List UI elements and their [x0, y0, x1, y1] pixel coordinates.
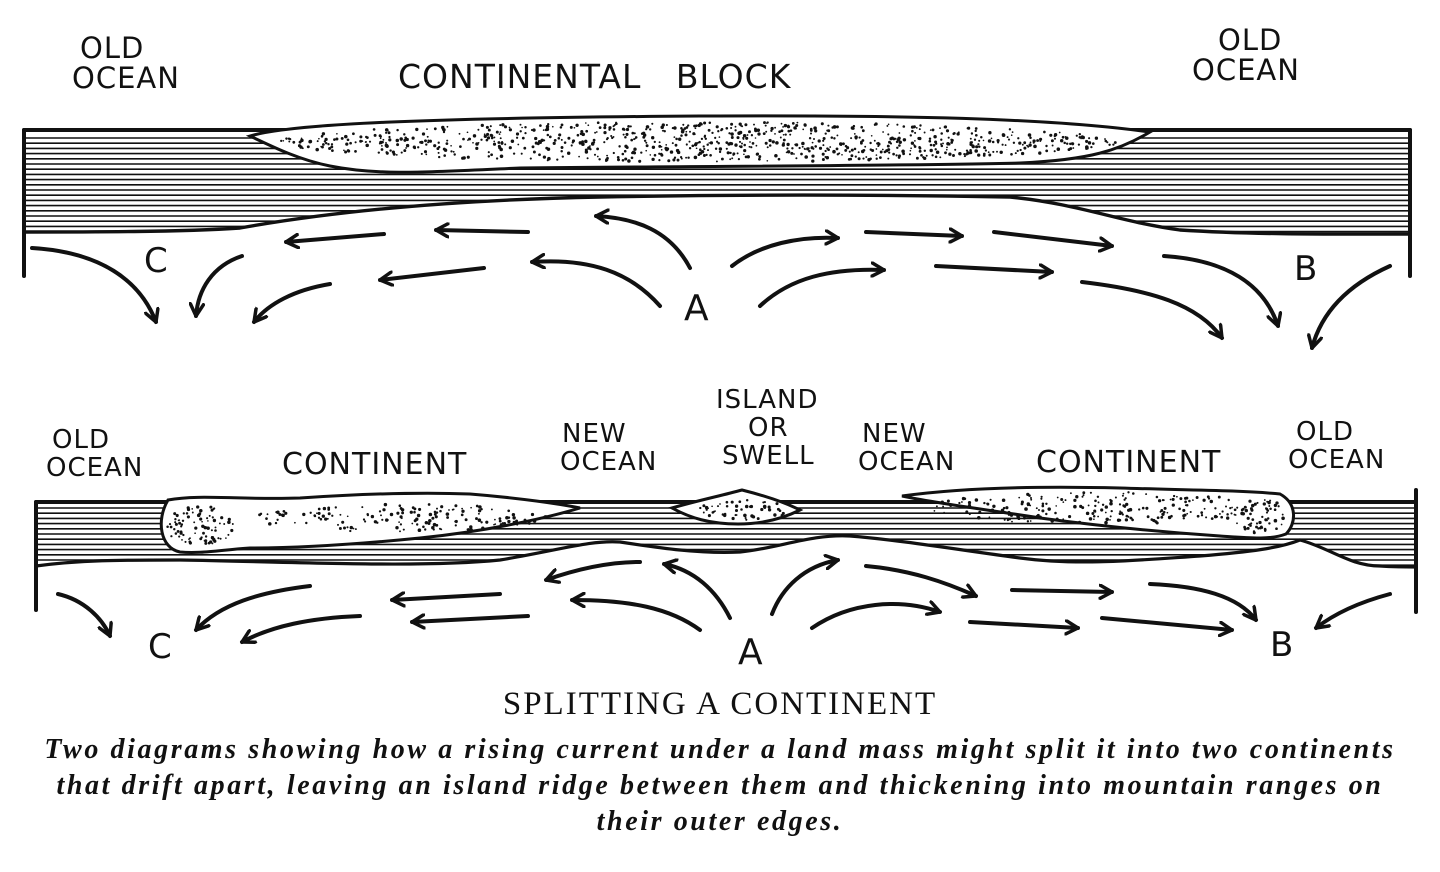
bottom-label-c: C [148, 627, 173, 667]
bottom-arrow-down-left-2 [240, 614, 362, 644]
bottom-new-ocean-left: NEW OCEAN [560, 419, 657, 477]
continent-speckles [166, 491, 1285, 545]
bottom-arrow-right-4 [968, 622, 1080, 628]
bottom-arrow-rise-left [662, 564, 732, 620]
top-arrow-rise-right [730, 238, 840, 268]
figure-title: SPLITTING A CONTINENT [502, 686, 938, 722]
top-arrow-right-1 [864, 232, 964, 236]
top-arrow-down-far-left [30, 246, 156, 324]
top-arrow-right-4 [934, 266, 1054, 272]
bottom-old-ocean-left: OLD OCEAN [46, 425, 143, 483]
top-arrow-left-1 [434, 230, 530, 232]
bottom-arrow-rise-right [770, 560, 840, 616]
top-arrow-right-3 [758, 270, 886, 308]
bottom-arrow-down-right-2 [1100, 616, 1234, 630]
bottom-diagram: OLD OCEAN CONTINENT NEW OCEAN ISLAND OR … [34, 385, 1418, 673]
top-arrow-down-right-1 [1162, 254, 1278, 328]
bottom-arrow-left-4 [410, 616, 530, 622]
bottom-continent-right: CONTINENT [1036, 445, 1221, 480]
bottom-label-a: A [738, 632, 764, 673]
bottom-new-ocean-right: NEW OCEAN [858, 419, 955, 477]
top-label-c: C [144, 241, 169, 281]
top-label-b: B [1294, 249, 1318, 289]
bottom-label-b: B [1270, 625, 1294, 665]
bottom-arrow-right-1 [864, 564, 978, 596]
top-mantle-boundary [24, 195, 1410, 240]
top-convection-arrows [30, 216, 1392, 350]
bottom-arrow-down-right-1 [1148, 582, 1258, 622]
top-arrow-left-3 [530, 261, 662, 308]
top-label-a: A [684, 288, 710, 329]
bottom-island-label: ISLAND OR SWELL [716, 385, 828, 471]
continental-block-speckles [280, 121, 1117, 163]
top-arrow-left-2 [284, 232, 386, 242]
top-continental-block-label: CONTINENTAL BLOCK [398, 57, 792, 96]
top-arrow-left-4 [378, 266, 486, 280]
top-old-ocean-left: OLD OCEAN [72, 31, 180, 95]
figure-caption: Two diagrams showing how a rising curren… [44, 734, 1396, 837]
bottom-arrow-down-far-right [1314, 592, 1392, 630]
bottom-arrow-right-2 [1010, 590, 1114, 592]
bottom-arrow-right-3 [810, 604, 942, 630]
top-old-ocean-right: OLD OCEAN [1192, 23, 1300, 87]
left-continent [159, 491, 581, 555]
bottom-arrow-down-left-1 [194, 584, 312, 632]
top-arrow-down-right-2 [1080, 280, 1224, 340]
bottom-mantle-boundary [36, 535, 1416, 580]
top-arrow-down-far-right [1312, 264, 1392, 350]
bottom-arrow-left-3 [570, 600, 702, 632]
bottom-arrow-left-2 [390, 594, 502, 600]
top-arrow-rise-left [594, 216, 692, 270]
bottom-arrow-left-1 [544, 560, 642, 580]
top-arrow-down-left-2 [252, 282, 332, 324]
top-arrow-right-2 [992, 230, 1114, 246]
bottom-convection-arrows [56, 560, 1392, 644]
top-diagram: OLD OCEAN CONTINENTAL BLOCK OLD OCEAN C … [22, 23, 1412, 350]
bottom-arrow-down-far-left [56, 592, 110, 638]
bottom-old-ocean-right: OLD OCEAN [1288, 417, 1385, 475]
top-arrow-down-left-1 [196, 254, 244, 318]
bottom-continent-left: CONTINENT [282, 447, 467, 482]
